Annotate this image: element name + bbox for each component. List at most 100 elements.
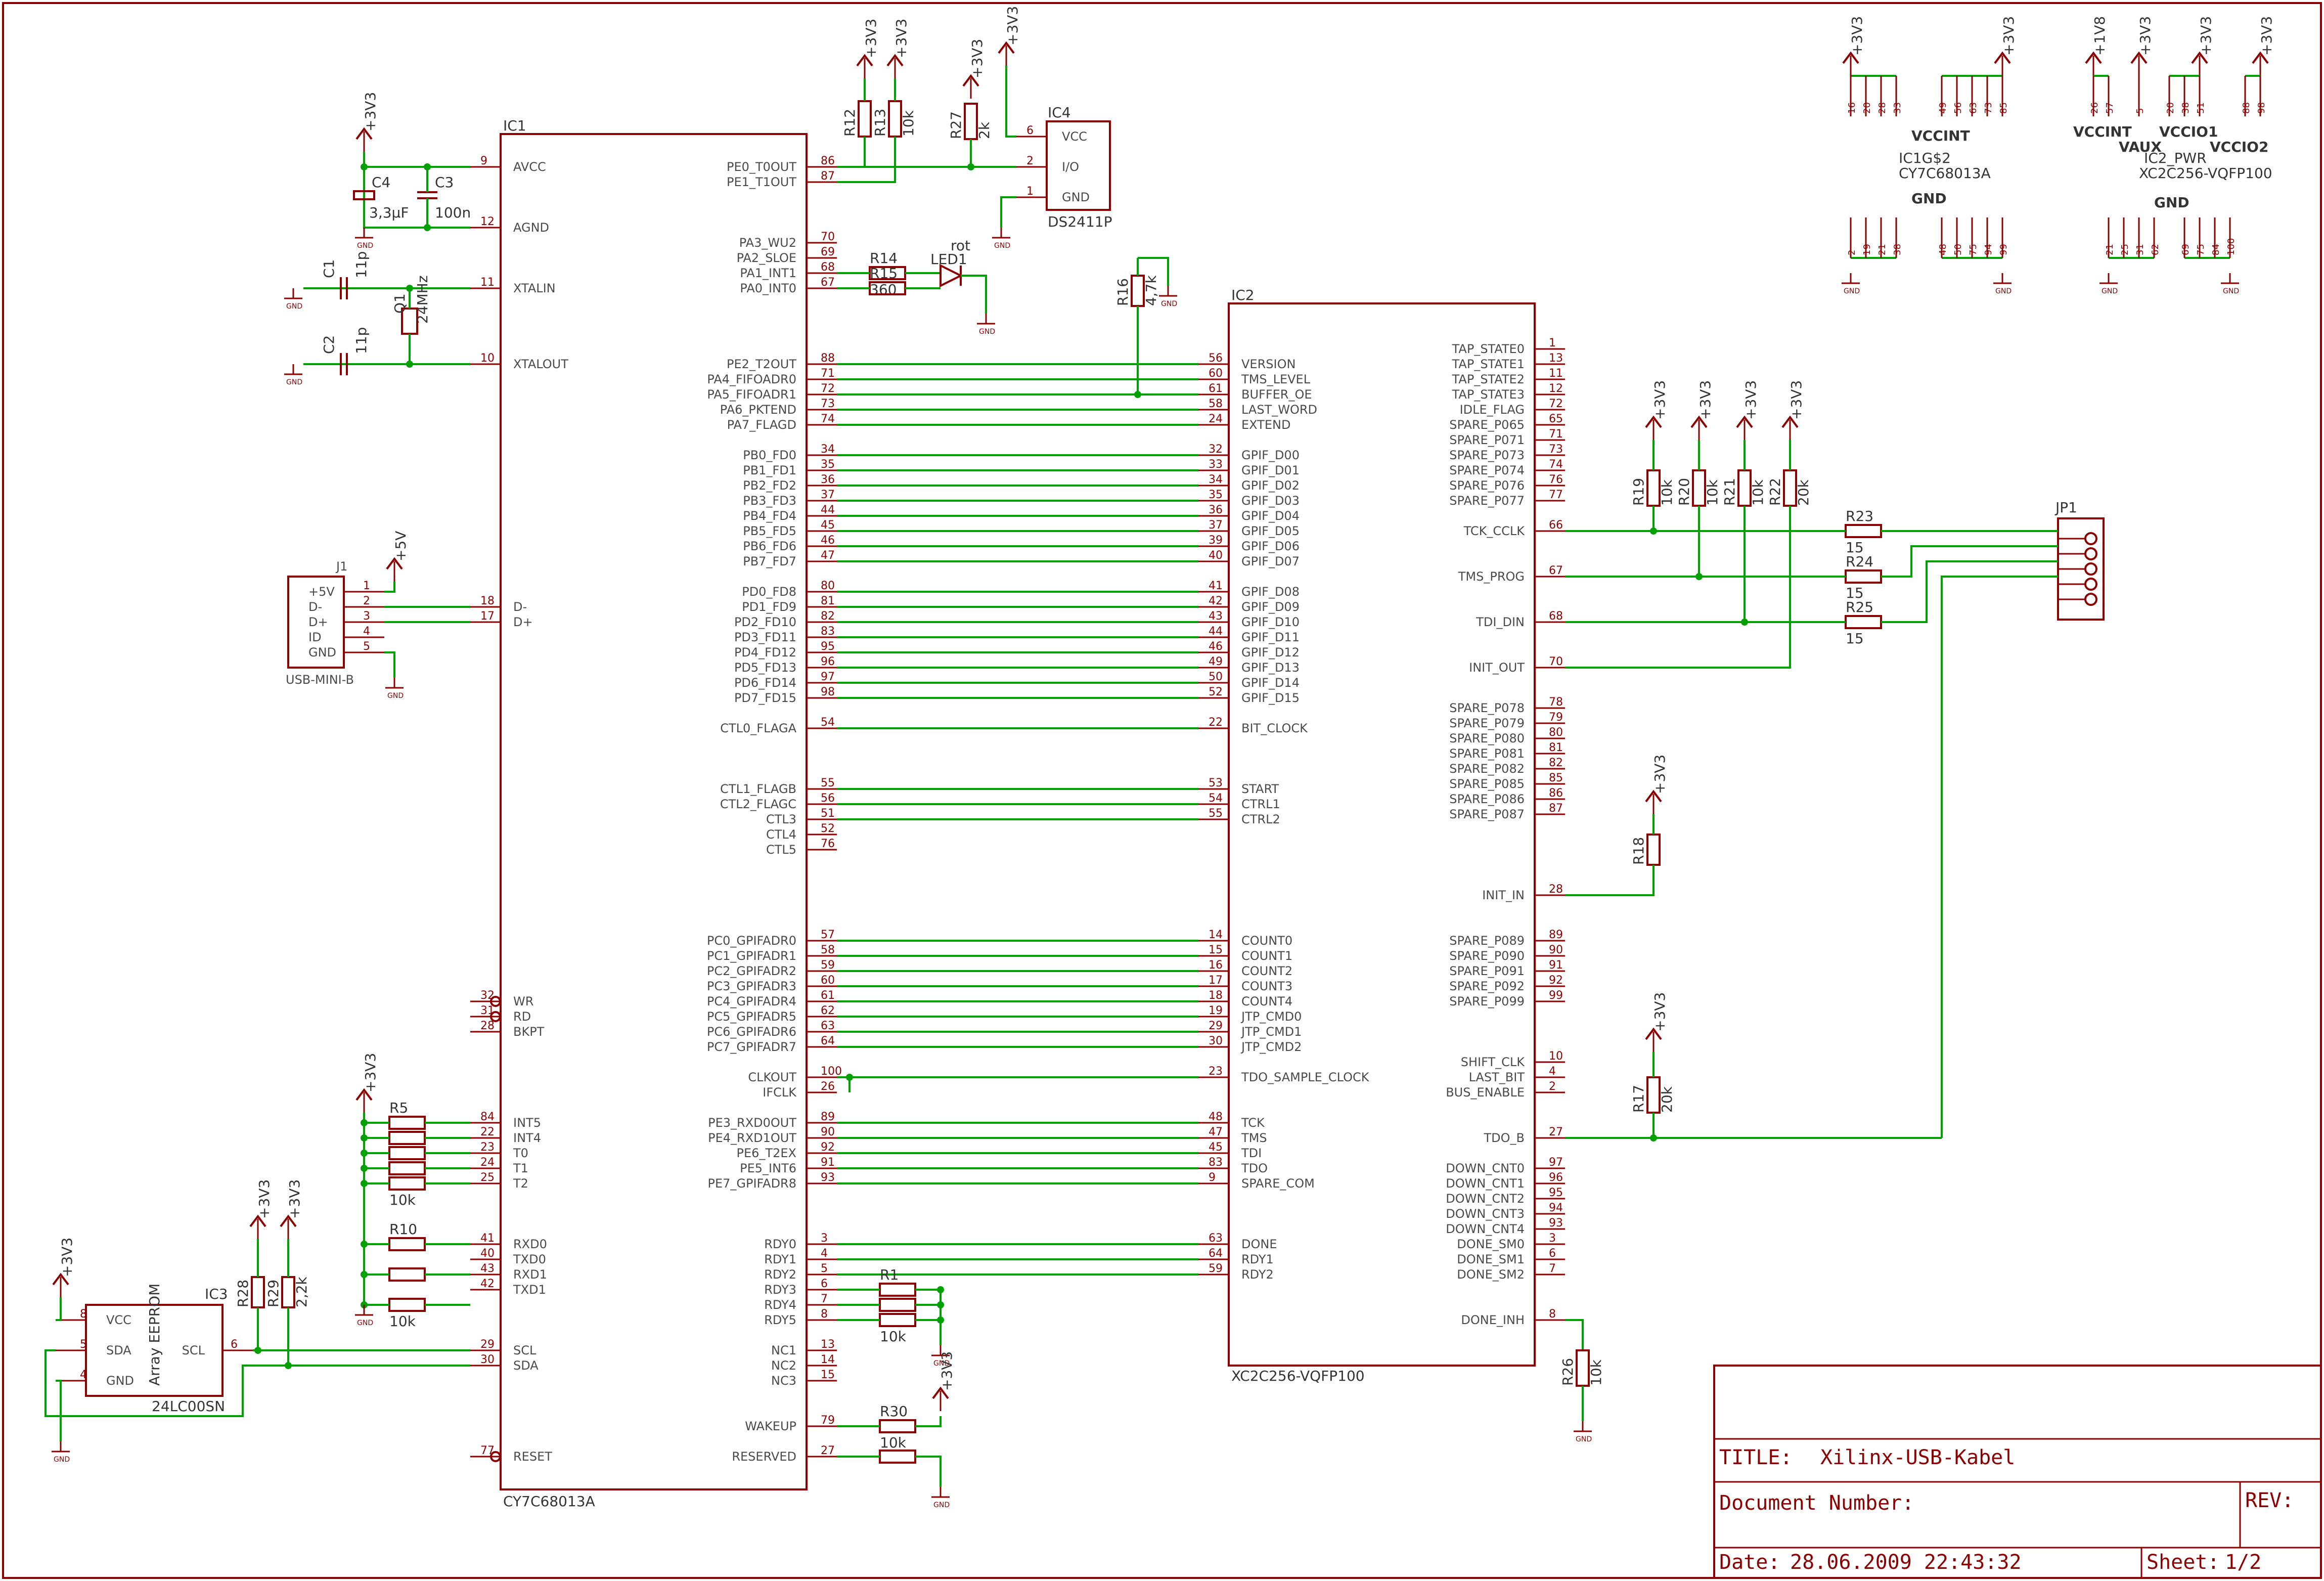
gnd-label: GND (357, 242, 373, 250)
resistor-ref: R24 (1846, 553, 1873, 570)
led-ref: LED1 (930, 251, 967, 268)
pin-number: 64 (821, 1035, 835, 1047)
resistor (388, 1298, 426, 1312)
junction-dot (361, 1165, 368, 1172)
ic1-ref: IC1 (503, 117, 526, 134)
supply-label: +3V3 (1742, 380, 1759, 420)
pin-number: 17 (1209, 974, 1223, 987)
junction-dot (361, 1180, 368, 1187)
supply-arrow (1736, 415, 1753, 428)
pin-number: 22 (480, 1126, 495, 1138)
pin-label: SPARE_P077 (1449, 494, 1525, 508)
pin-label: TDO (1241, 1161, 1268, 1175)
net-wire (56, 1297, 62, 1321)
pin-label: PE4_RXD1OUT (708, 1131, 796, 1145)
pin-label: SPARE_P081 (1449, 746, 1525, 761)
ic4-ref: IC4 (1048, 104, 1071, 121)
supply-label: +3V3 (863, 19, 879, 58)
ic1-right-pins: 86PE0_T0OUT87PE1_T1OUT70PA3_WU269PA2_SLO… (707, 155, 842, 1464)
pin-number: 10 (480, 352, 495, 365)
pin-number: 26 (2089, 102, 2100, 114)
pin-label: SPARE_P073 (1449, 448, 1525, 462)
vccio2-label: VCCIO2 (2210, 139, 2268, 155)
pin-number: 32 (480, 989, 495, 1002)
pin-number: 46 (821, 534, 835, 547)
pin-label: INIT_IN (1482, 888, 1525, 902)
pin-number: 91 (821, 1156, 835, 1169)
pin-label: PA5_FIFOADR1 (707, 387, 796, 402)
resistor (1692, 469, 1706, 507)
supply-label: +3V3 (2000, 16, 2017, 56)
pin-number: 67 (821, 276, 835, 289)
resistor-ref: R16 (1114, 278, 1131, 306)
pin-label: PC0_GPIFADR0 (707, 934, 796, 948)
pin-number: 45 (1209, 1141, 1223, 1154)
pin-number: 13 (821, 1338, 835, 1351)
resistor-ref: R5 (389, 1100, 408, 1116)
pin-number: 12 (480, 215, 495, 228)
ic1g-vcc-label: VCCINT (1911, 127, 1970, 144)
resistor-value: 10k (1704, 479, 1721, 506)
net-wire (1565, 865, 1655, 896)
ic2-ref: IC2 (1231, 287, 1255, 303)
pin-number: 85 (1549, 772, 1563, 784)
pin-label: PC5_GPIFADR5 (707, 1009, 796, 1024)
pin-number: 80 (1549, 726, 1563, 739)
pin-label: GND (308, 645, 336, 660)
pin-number: 7 (1549, 1262, 1556, 1275)
pin-label: PD7_FD15 (734, 691, 796, 705)
pin-label: CTL2_FLAGC (720, 797, 796, 811)
pin-number: 43 (1209, 610, 1223, 623)
resistor-value: 10k (1750, 479, 1766, 506)
pin-label: DOWN_CNT4 (1446, 1222, 1525, 1236)
resistor (964, 103, 978, 140)
pin-number: 3 (1549, 1232, 1556, 1245)
pin-label: JTP_CMD2 (1240, 1040, 1302, 1054)
pin-number: 19 (1862, 244, 1872, 255)
pin-number: 62 (2150, 244, 2161, 255)
pin-number: 72 (1549, 398, 1563, 410)
resistor (879, 1298, 916, 1312)
net-wire (384, 651, 395, 678)
resistor (879, 1283, 916, 1297)
pin-number: 68 (821, 261, 835, 274)
pin-number: 21 (1877, 244, 1888, 255)
pin-label: PD1_FD9 (742, 600, 796, 614)
pin-label: PC7_GPIFADR7 (707, 1040, 796, 1054)
pin-label: SPARE_P091 (1449, 964, 1525, 978)
net-wire (1565, 506, 1746, 623)
resistor-ref: R27 (948, 111, 964, 139)
supply-label: +5V (392, 531, 409, 561)
pin-label: TAP_STATE1 (1452, 357, 1525, 371)
pin-label: DONE_SM2 (1457, 1267, 1525, 1282)
resistor (1131, 275, 1145, 307)
led-value: rot (951, 237, 970, 254)
pin-label: INT5 (513, 1116, 541, 1130)
pin-number: 31 (2135, 244, 2146, 255)
pin-label: SPARE_P071 (1449, 433, 1525, 447)
pin-number: 34 (1209, 473, 1223, 486)
pin-number: 79 (1549, 711, 1563, 724)
resistor (388, 1161, 426, 1175)
resistor-ref: R1 (880, 1266, 899, 1283)
pin-label: TXD0 (513, 1252, 546, 1266)
resistor-value: 360 (870, 281, 897, 298)
pin-number: 44 (1209, 625, 1223, 638)
gnd-label: GND (1576, 1435, 1592, 1443)
pin-number: 60 (1209, 367, 1223, 380)
pin-label: CTRL1 (1241, 797, 1280, 811)
pin-number: 2 (1026, 155, 1034, 167)
pin-number: 87 (1549, 802, 1563, 815)
pin-label: NC3 (771, 1374, 796, 1388)
resistor-value: 10k (1588, 1359, 1604, 1386)
pin-label: TMS_PROG (1458, 569, 1525, 584)
resistor (1845, 569, 1882, 584)
pin-label: GPIF_D09 (1241, 600, 1300, 614)
pin-label: RXD1 (513, 1267, 547, 1282)
pin-label: START (1241, 782, 1279, 796)
pin-label: RESET (513, 1450, 552, 1464)
net-wire (1565, 506, 1791, 669)
pin-number: 1 (1026, 185, 1034, 198)
resistor (1646, 833, 1661, 866)
pin-number: 90 (821, 1126, 835, 1138)
